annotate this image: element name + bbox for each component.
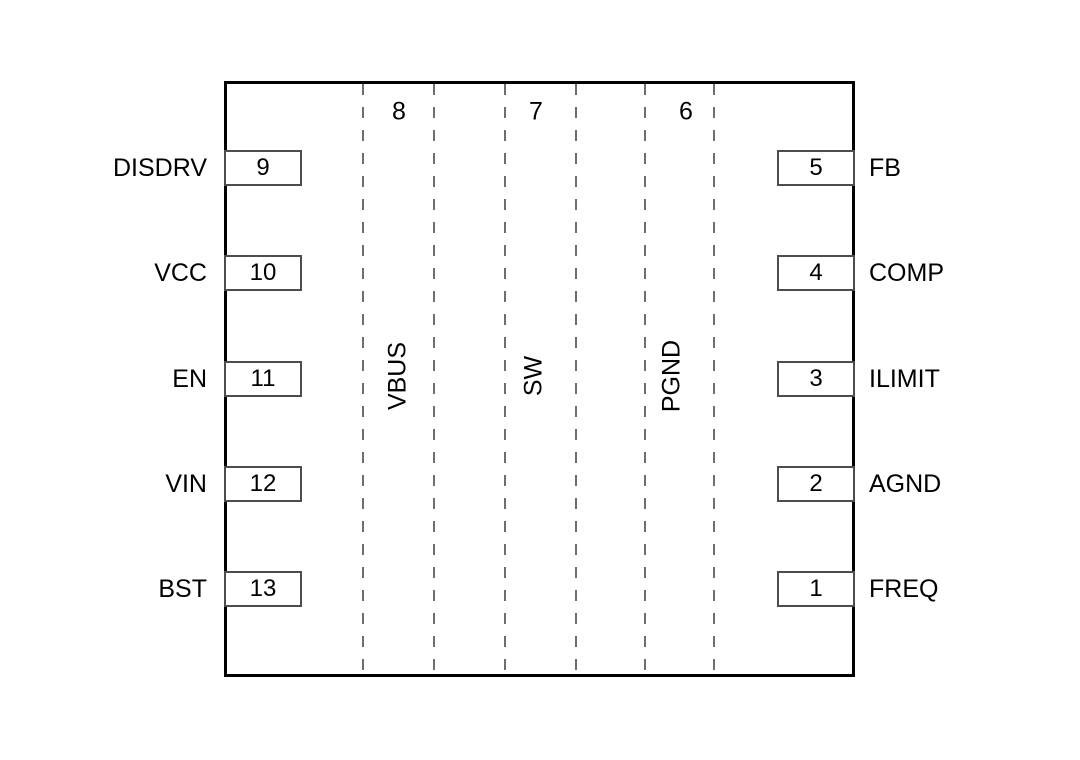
pin-name: DISDRV [112, 153, 207, 182]
pad-number: 7 [529, 97, 543, 126]
pin-box: 10 [224, 255, 302, 291]
pin-name: COMP [869, 258, 944, 287]
pad-number: 8 [392, 97, 406, 126]
pin-name: ILIMIT [869, 364, 940, 393]
pad-label: SW [519, 355, 548, 397]
pin-box: 1 [777, 571, 855, 607]
pad-number: 6 [679, 97, 693, 126]
pin-box: 12 [224, 466, 302, 502]
pin-box: 9 [224, 150, 302, 186]
pin-name: FB [869, 153, 901, 182]
pin-name: EN [172, 364, 207, 393]
pad-label: PGND [657, 339, 686, 413]
pin-box: 5 [777, 150, 855, 186]
pin-name: VCC [154, 258, 207, 287]
pad-label: VBUS [383, 341, 412, 411]
pad-boundary-dashed-line [362, 84, 364, 673]
pad-boundary-dashed-line [433, 84, 435, 673]
pin-box: 11 [224, 361, 302, 397]
ic-package-outline [224, 81, 855, 677]
pin-name: FREQ [869, 574, 939, 603]
pin-box: 2 [777, 466, 855, 502]
pad-boundary-dashed-line [504, 84, 506, 673]
pin-box: 4 [777, 255, 855, 291]
pin-name: VIN [165, 469, 207, 498]
pin-box: 3 [777, 361, 855, 397]
pad-boundary-dashed-line [575, 84, 577, 673]
pin-name: AGND [869, 469, 942, 498]
pin-name: BST [158, 574, 207, 603]
pad-boundary-dashed-line [713, 84, 715, 673]
pin-box: 13 [224, 571, 302, 607]
pad-boundary-dashed-line [644, 84, 646, 673]
